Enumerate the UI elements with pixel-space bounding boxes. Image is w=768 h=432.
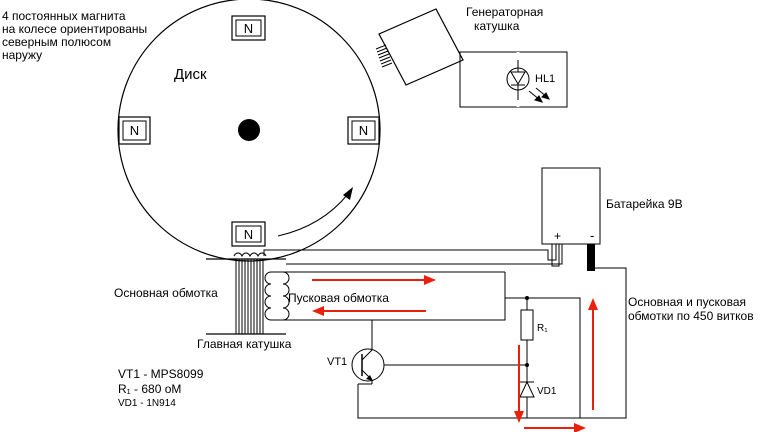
generator-coil-label-1: Генераторная (466, 5, 543, 19)
magnets-note-line-4: наружу (2, 48, 42, 62)
disk-label: Диск (174, 66, 207, 83)
magnet-top: N (231, 15, 266, 41)
resistor-label: R₁ (537, 323, 548, 334)
windings-note-line-2: обмотки по 450 витков (628, 309, 754, 323)
start-winding-label: Пусковая обмотка (288, 291, 389, 305)
generator-coil: Генераторная катушка (375, 5, 543, 86)
main-coil: Основная обмотка Главная катушка (114, 252, 292, 351)
battery-label: Батарейка 9В (606, 197, 683, 211)
rotation-arrow (277, 187, 353, 237)
magnet-right-label: N (359, 123, 368, 138)
generator-coil-label-2: катушка (474, 19, 520, 33)
current-arrows (312, 275, 598, 432)
battery: Батарейка 9В + - (541, 167, 683, 271)
magnets-note-line-2: на колесе ориентированы (2, 22, 147, 36)
windings-note: Основная и пусковая обмотки по 450 витко… (628, 295, 754, 323)
current-arrow-up (588, 298, 598, 410)
magnet-top-label: N (244, 21, 253, 36)
magnet-left: N (118, 116, 151, 145)
battery-minus: - (590, 228, 594, 243)
led-circuit: HL1 (459, 51, 568, 108)
parts-list: VT1 - MPS8099 R₁ - 680 оМ VD1 - 1N914 (118, 367, 204, 409)
diode-vd1: VD1 (519, 380, 557, 398)
magnet-bottom: N (231, 221, 266, 247)
current-arrow-down (514, 345, 524, 423)
magnets-note: 4 постоянных магнита на колесе ориентиро… (2, 9, 147, 62)
main-winding-label: Основная обмотка (114, 286, 218, 300)
light-rays (528, 87, 550, 103)
resistor-r1: R₁ (520, 309, 548, 341)
magnet-right: N (347, 116, 380, 145)
current-arrow-middle (312, 306, 426, 316)
windings-note-line-1: Основная и пусковая (628, 295, 746, 309)
magnet-bottom-label: N (244, 227, 253, 242)
transistor-label: VT1 (327, 356, 347, 368)
diode-label: VD1 (537, 386, 557, 397)
battery-plus: + (554, 229, 561, 243)
transistor-vt1: VT1 (327, 330, 385, 385)
parts-list-r1: R₁ - 680 оМ (118, 382, 181, 396)
led-label: HL1 (535, 73, 555, 85)
current-arrow-top (312, 275, 436, 285)
magnet-left-label: N (130, 123, 139, 138)
magnets-note-line-3: северным полюсом (2, 35, 111, 49)
main-coil-label: Главная катушка (197, 337, 292, 351)
disk-axle (238, 119, 260, 141)
parts-list-vt1: VT1 - MPS8099 (118, 367, 204, 381)
parts-list-vd1: VD1 - 1N914 (118, 398, 176, 409)
wiring (263, 244, 627, 419)
current-arrow-bottom (524, 423, 586, 432)
magnets-note-line-1: 4 постоянных магнита (2, 9, 126, 23)
start-winding: Пусковая обмотка (264, 271, 389, 321)
